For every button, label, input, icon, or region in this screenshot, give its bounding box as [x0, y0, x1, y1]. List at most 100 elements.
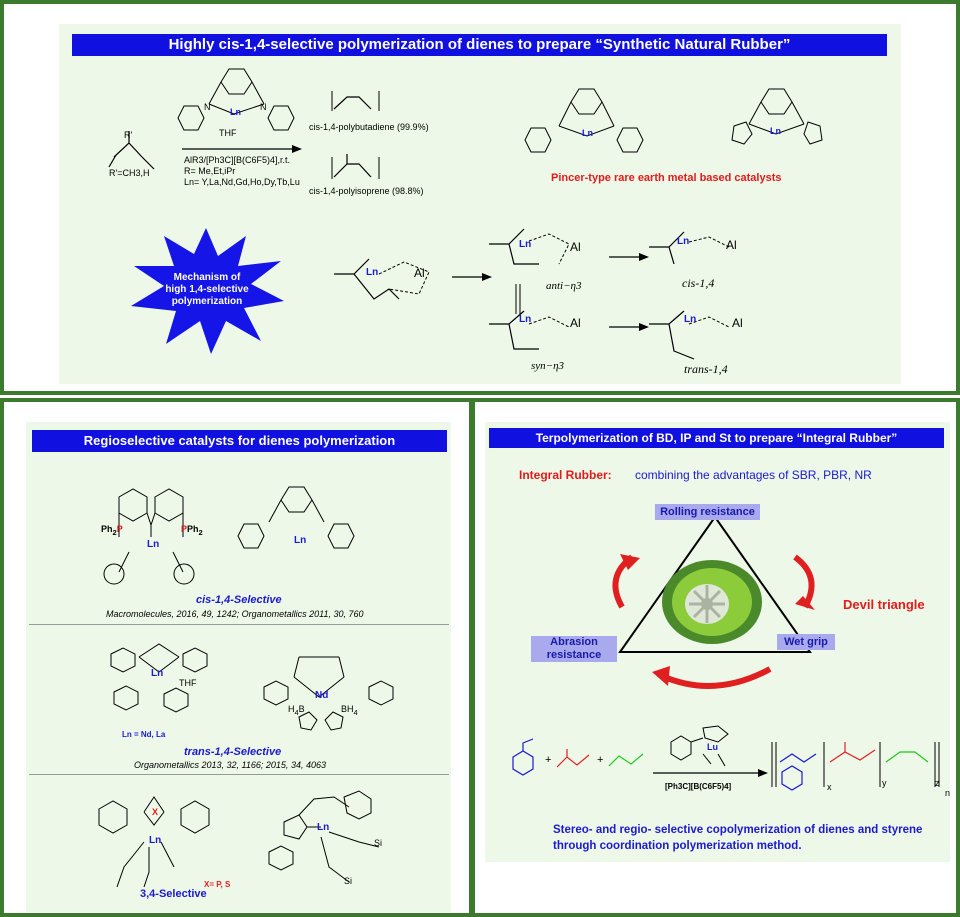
cis-selective-title: cis-1,4-Selective — [196, 594, 282, 606]
trans-selective-title: trans-1,4-Selective — [184, 746, 282, 758]
pincer-catalyst-2 — [524, 88, 644, 153]
equilibrium-arrows — [515, 284, 521, 314]
lu-catalyst — [670, 725, 729, 767]
pincer-catalyst-structure — [177, 68, 295, 131]
arrow-to-anti — [452, 273, 492, 281]
condition-3: Ln= Y,La,Nd,Gd,Ho,Dy,Tb,Lu — [184, 177, 300, 187]
cycle-arrow-left — [612, 554, 640, 609]
carbazole-ln-complex — [103, 488, 195, 585]
pincer-caption: Pincer-type rare earth metal based catal… — [551, 172, 782, 184]
mechanism-trans — [649, 310, 730, 360]
thf-amidinate: THF — [179, 678, 197, 688]
al-anti: Al — [570, 240, 581, 254]
anti-label: anti−η3 — [546, 280, 582, 292]
right-title: Terpolymerization of BD, IP and St to pr… — [489, 428, 944, 448]
guanidinate-ln-complex — [98, 796, 210, 888]
product-1: cis-1,4-polybutadiene (99.9%) — [309, 122, 429, 132]
arrow-to-trans — [609, 323, 649, 331]
pph2-right: PPh2 — [181, 524, 203, 537]
cat-thf: THF — [219, 128, 237, 138]
top-title: Highly cis-1,4-selective polymerization … — [72, 34, 887, 56]
ln-carbazole: Ln — [147, 539, 160, 550]
al-initial: Al — [414, 266, 425, 280]
integral-rubber-label: Integral Rubber: — [519, 468, 612, 482]
plus-2: + — [597, 754, 604, 766]
summary-text: Stereo- and regio- selective copolymeriz… — [553, 824, 923, 852]
ln-anti: Ln — [519, 239, 532, 250]
al-trans: Al — [732, 316, 743, 330]
left-title: Regioselective catalysts for dienes poly… — [32, 430, 447, 452]
butadiene-monomer — [608, 753, 644, 767]
al-syn: Al — [570, 316, 581, 330]
ln-pincer-left: Ln — [294, 535, 307, 546]
styrene-monomer — [512, 738, 534, 776]
ln-amidinate: Ln — [151, 668, 164, 679]
ln-nd-la-label: Ln = Nd, La — [122, 730, 166, 739]
divider-1 — [29, 624, 449, 625]
top-panel: Highly cis-1,4-selective polymerization … — [0, 0, 960, 395]
integral-rubber-text: combining the advantages of SBR, PBR, NR — [635, 468, 872, 482]
mechanism-anti — [489, 228, 570, 265]
amidinate-ln-complex — [110, 643, 208, 713]
ln-center: Ln — [230, 107, 241, 117]
ln-imidazoline: Ln — [317, 822, 330, 833]
lu-center: Lu — [707, 742, 718, 752]
x-ps-label: X= P, S — [204, 880, 231, 889]
ph2p-left: Ph2P — [101, 524, 123, 537]
cis-label: cis-1,4 — [682, 276, 715, 290]
isoprene-monomer — [556, 749, 590, 768]
si-label-2: Si — [344, 876, 353, 886]
ln-pincer-3: Ln — [770, 126, 781, 136]
nd-complex — [263, 656, 394, 731]
mechanism-initial — [334, 258, 430, 300]
arrow-to-cis — [609, 253, 649, 261]
tire-image — [662, 560, 762, 644]
sub-z: z — [935, 778, 940, 788]
imidazoline-ln-complex — [268, 790, 380, 883]
pincer-catalyst-3 — [731, 88, 823, 145]
left-panel: Regioselective catalysts for dienes poly… — [0, 398, 473, 917]
left-panel-bg — [26, 422, 451, 912]
star-text: Mechanism of high 1,4-selective polymeri… — [165, 272, 249, 307]
bh4-label: BH4 — [341, 704, 358, 717]
top-panel-bg — [59, 24, 901, 384]
monomer-label: R'=CH3,H — [109, 168, 150, 178]
syn-label: syn−η3 — [531, 360, 565, 372]
mechanism-syn — [489, 310, 570, 350]
divider-2 — [29, 774, 449, 775]
cat-n-left: N — [204, 102, 211, 112]
nd-center: Nd — [315, 690, 329, 701]
x-center: X — [152, 807, 159, 817]
mechanism-cis — [649, 231, 730, 265]
cycle-arrow-right — [793, 554, 815, 610]
monomer-r-label: R' — [124, 130, 133, 140]
si-label-1: Si — [374, 838, 383, 848]
plus-1: + — [545, 754, 552, 766]
rolling-resistance-box: Rolling resistance — [655, 504, 760, 520]
sub-n: n — [945, 788, 951, 798]
ln-initial: Ln — [366, 267, 379, 278]
ln-pincer-2: Ln — [582, 128, 593, 138]
product-2: cis-1,4-polyisoprene (98.8%) — [309, 186, 424, 196]
pincer-ln-complex — [237, 486, 355, 549]
h4b-label: H4B — [288, 704, 305, 717]
sub-x: x — [827, 782, 832, 792]
three4-selective-title: 3,4-Selective — [140, 888, 207, 900]
cat-n-right: N — [260, 102, 267, 112]
ln-trans: Ln — [684, 314, 697, 325]
trans-selective-ref: Organometallics 2013, 32, 1166; 2015, 34… — [134, 760, 326, 770]
sub-y: y — [882, 778, 887, 788]
condition-1: AlR3/[Ph3C][B(C6F5)4],r.t. — [184, 155, 291, 165]
polyisoprene-structure — [331, 154, 380, 179]
terpolymer-structure — [771, 742, 940, 791]
trans-label: trans-1,4 — [684, 362, 728, 376]
right-panel: Terpolymerization of BD, IP and St to pr… — [471, 398, 960, 917]
polybutadiene-structure — [331, 91, 380, 111]
abrasion-resistance-box: Abrasion resistance — [531, 636, 617, 662]
cis-selective-ref: Macromolecules, 2016, 49, 1242; Organome… — [106, 609, 364, 619]
cocatalyst-label: [Ph3C][B(C6F5)4] — [665, 782, 732, 791]
ln-guanidinate: Ln — [149, 835, 162, 846]
condition-2: R= Me,Et,iPr — [184, 166, 236, 176]
al-cis: Al — [726, 238, 737, 252]
copolymerization-arrow — [653, 769, 768, 777]
